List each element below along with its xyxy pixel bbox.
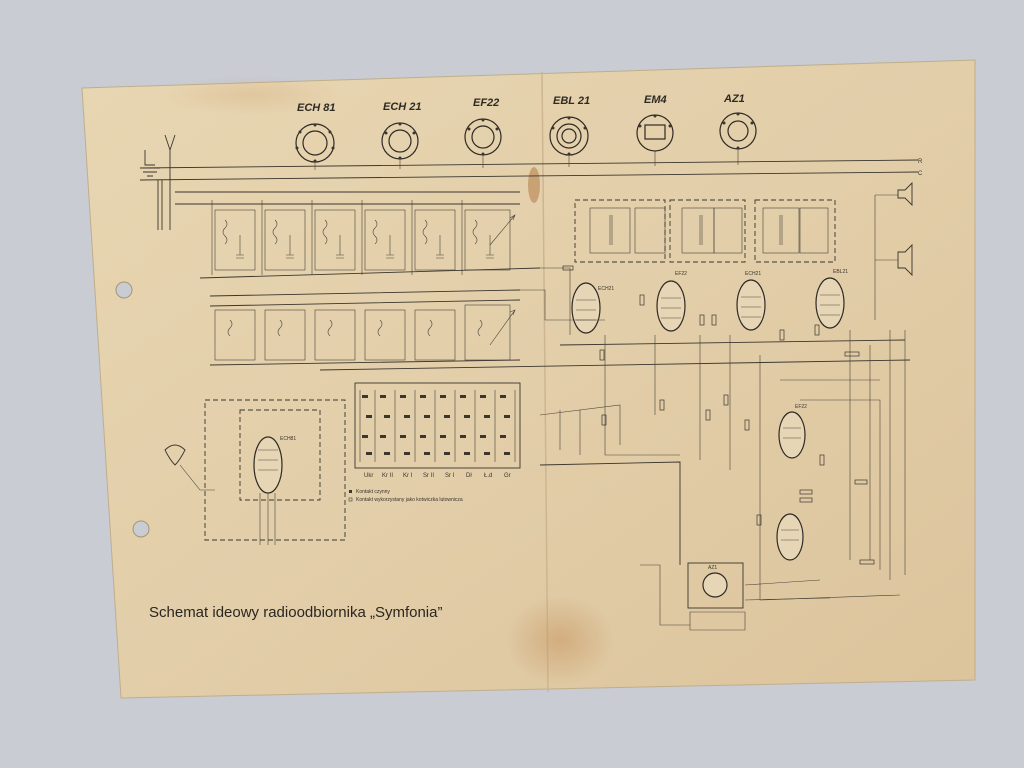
tube-label-ef22-lower: EF22 (795, 404, 807, 410)
punch-hole (115, 281, 133, 299)
tube-az1-rectifier: AZ1 (687, 562, 744, 609)
tube-label-ech21-mid: ECH21 (745, 271, 761, 277)
schematic-title: Schemat ideowy radioodbiornika „Symfonia… (149, 604, 442, 621)
switch-label-sr1: Sr I (445, 473, 455, 479)
stain (160, 75, 340, 115)
antenna-icon (140, 134, 176, 230)
if-transformers (574, 199, 836, 263)
tube-ebl21: EBL21 (815, 269, 848, 329)
switch-label-dl: Dł (466, 473, 472, 479)
switch-label-kr1: Kr I (403, 473, 413, 479)
socket-label-ech81: ECH 81 (297, 102, 336, 114)
switch-label-gr: Gr (504, 473, 511, 479)
paper-sheet (81, 59, 976, 699)
switch-label-ld: Ł.d (484, 473, 492, 479)
legend-item-2: Kontakt wykorzystany jako kotwiczka luto… (356, 497, 463, 503)
legend-item-1: Kontakt czynny (356, 489, 390, 495)
tube-ef22-lower: EF22 (778, 404, 807, 459)
tube-label-ech21-upper: ECH21 (598, 286, 614, 292)
tube-label-ebl21: EBL21 (833, 269, 848, 275)
socket-label-ef22: EF22 (473, 97, 499, 109)
fold-line (541, 71, 549, 693)
tube-socket-ebl21-icon (549, 116, 589, 156)
socket-label-ebl21: EBL 21 (553, 95, 590, 107)
tube-extra-lower (776, 513, 804, 561)
socket-label-az1: AZ1 (723, 93, 745, 105)
tube-label-az1: AZ1 (708, 565, 717, 571)
tube-ef22-upper: EF22 (656, 271, 687, 332)
components (562, 265, 875, 565)
stain (505, 595, 615, 685)
rail-label-c: C (918, 171, 923, 177)
circuit-wiring (319, 267, 911, 631)
tube-ech21-mid: ECH21 (736, 271, 766, 331)
punch-hole (132, 520, 150, 538)
tube-socket-ef22-icon (464, 118, 502, 156)
ech81-section: ECH81 (164, 399, 346, 545)
tube-label-ech81: ECH81 (280, 436, 296, 442)
main-rails: R C (139, 149, 923, 181)
switch-label-kr2: Kr II (382, 473, 393, 479)
rail-label-r: R (918, 159, 923, 165)
speaker-icon (874, 181, 913, 320)
tube-ech21-upper: ECH21 (571, 282, 614, 334)
switch-label-ukr: Ukr (364, 473, 373, 479)
rf-coil-bank-lower (209, 289, 521, 366)
socket-label-em4: EM4 (644, 94, 667, 106)
rf-coil-bank-upper (175, 191, 541, 279)
switch-label-sr2: Sr II (423, 473, 434, 479)
switch-bank: Ukr Kr II Kr I Sr II Sr I Dł Ł.d Gr Kont… (348, 382, 521, 503)
tube-label-ef22-upper: EF22 (675, 271, 687, 277)
stain (528, 167, 540, 203)
socket-label-ech21: ECH 21 (383, 101, 422, 113)
